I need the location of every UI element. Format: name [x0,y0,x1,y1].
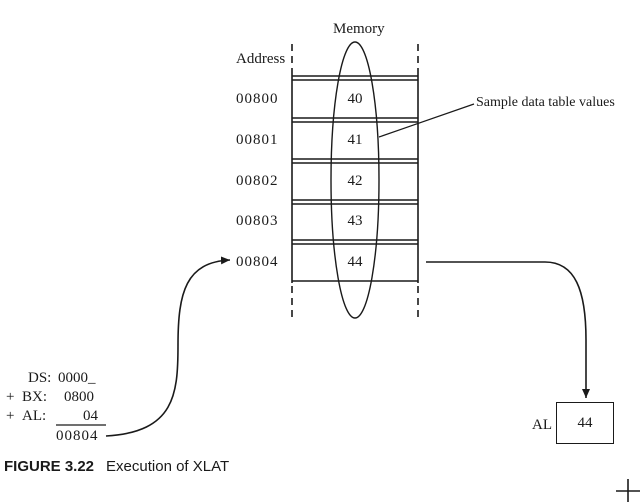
calc-sign: + [6,408,15,424]
callout-leader-line [378,103,475,138]
calc-ds-value: 0000_ [58,370,96,386]
address-00803: 00803 [236,213,279,229]
memory-value-00803: 43 [347,213,363,229]
calc-sign: + [6,389,15,405]
al-register-value: 44 [577,414,593,431]
result-to-address-arrow [105,256,231,437]
calc-row-al: + AL: 04 [6,409,116,427]
figure-caption-text: Execution of XLAT [106,458,230,475]
memory-to-al-arrow [426,261,590,398]
figure-number: FIGURE 3.22 [4,458,95,475]
address-column-header: Address [236,51,286,67]
calc-al-label: AL: [22,408,47,424]
al-register-box: 44 [556,402,614,444]
calc-al-value: 04 [83,408,98,424]
calc-bx-value: 0800 [64,389,94,405]
calc-row-bx: + BX: 0800 [6,390,116,408]
address-00802: 00802 [236,173,279,189]
memory-value-00800: 40 [347,91,363,107]
memory-value-00804: 44 [347,254,363,270]
calc-bx-label: BX: [22,389,48,405]
data-table-ellipse [330,41,380,319]
calc-row-ds: DS: 0000_ [6,371,116,389]
calc-ds-label: DS: [28,370,52,386]
address-00804: 00804 [236,254,279,270]
memory-title: Memory [333,21,385,37]
address-00801: 00801 [236,132,279,148]
address-00800: 00800 [236,91,279,107]
al-register-label: AL [532,417,552,433]
calc-result: 00804 [56,428,99,444]
memory-table [291,74,419,283]
memory-value-00802: 42 [347,173,363,189]
figure-caption: FIGURE 3.22 Execution of XLAT [4,459,229,475]
memory-value-00801: 41 [347,132,363,148]
callout-label: Sample data table values [476,95,615,110]
